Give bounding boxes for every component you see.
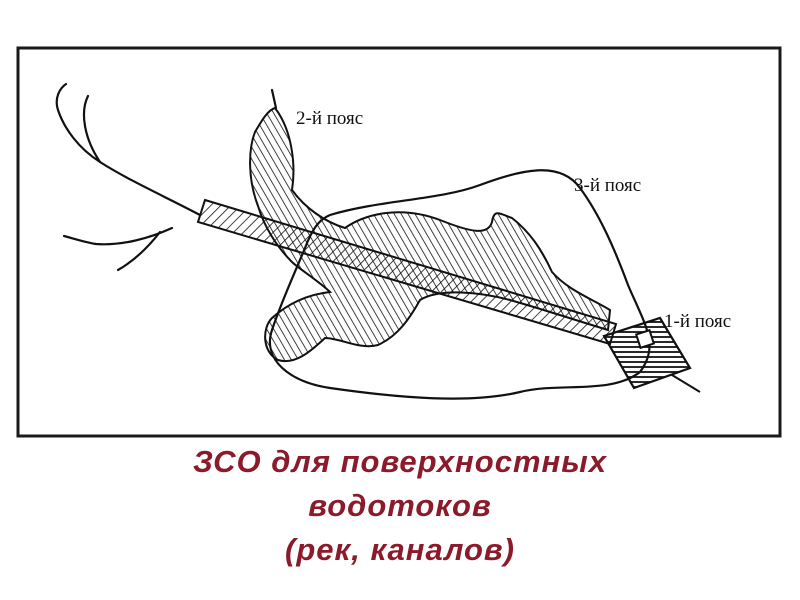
slide-caption: ЗСО для поверхностных водотоков (рек, ка… (0, 440, 800, 572)
zone-2-label: 2-й пояс (296, 108, 363, 129)
caption-line: ЗСО для поверхностных (193, 444, 607, 479)
water-intake (602, 316, 701, 393)
zone-3-label: 3-й пояс (574, 175, 641, 196)
sanitary-zone-diagram: 2-й пояс 3-й пояс 1-й пояс (16, 46, 782, 438)
caption-line: водотоков (308, 488, 492, 523)
caption-line: (рек, каналов) (285, 532, 515, 567)
river-tributaries (55, 82, 278, 272)
zone-1-label: 1-й пояс (664, 311, 731, 332)
